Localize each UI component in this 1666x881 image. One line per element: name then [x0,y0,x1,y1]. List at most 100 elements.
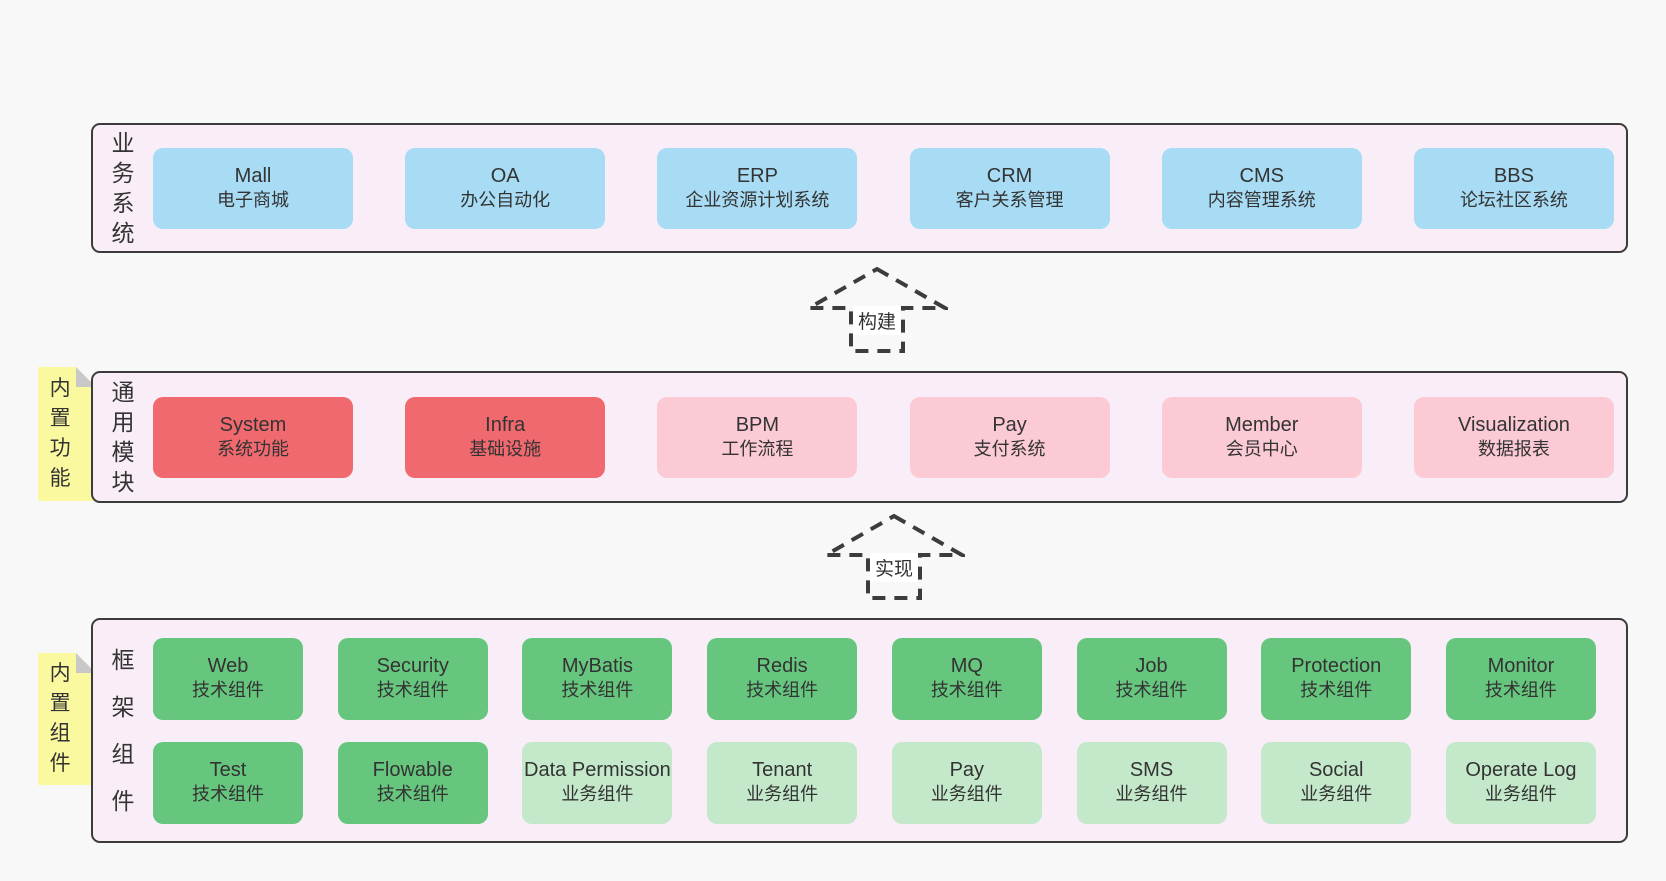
box-mq-title: MQ [950,655,983,677]
box-mybatis-title: MyBatis [561,655,633,677]
box-security-subtitle: 技术组件 [376,680,449,700]
box-pay-module-subtitle: 支付系统 [973,438,1046,459]
sticky-built-in-components-label: 内置组件 [49,662,71,775]
box-pay-component-subtitle: 业务组件 [930,784,1003,804]
box-job-title: Job [1135,655,1168,677]
box-flowable-subtitle: 技术组件 [376,784,449,804]
box-pay-component: Pay 业务组件 [891,741,1042,824]
box-infra-title: Infra [485,413,526,436]
box-security-title: Security [376,655,449,677]
box-bpm: BPM 工作流程 [657,396,858,478]
box-job-subtitle: 技术组件 [1115,680,1188,700]
box-data-permission: Data Permission 业务组件 [522,741,673,824]
framework-row-2: Test 技术组件 Flowable 技术组件 Data Permission … [153,741,1596,824]
box-tenant: Tenant 业务组件 [707,741,858,824]
box-social: Social 业务组件 [1261,741,1412,824]
box-monitor: Monitor 技术组件 [1445,637,1596,720]
box-sms: SMS 业务组件 [1076,741,1227,824]
box-bbs-title: BBS [1493,164,1534,187]
sticky-note-built-in-features: 内置功能 [38,367,96,501]
band-framework-components: 框架组件 Web 技术组件 Security 技术组件 MyBatis 技术组件… [91,618,1628,843]
box-oa: OA 办公自动化 [405,147,606,229]
box-visualization-subtitle: 数据报表 [1477,438,1550,459]
box-test-title: Test [209,759,247,781]
block-up-arrow-icon [823,513,965,600]
band-business-label: 业务系统 [111,130,135,246]
box-bpm-subtitle: 工作流程 [721,438,794,459]
box-oa-subtitle: 办公自动化 [460,189,551,210]
box-member-title: Member [1225,413,1299,436]
box-mall-title: Mall [234,164,272,187]
box-mall: Mall 电子商城 [153,147,353,229]
box-security: Security 技术组件 [337,637,488,720]
box-monitor-subtitle: 技术组件 [1484,680,1557,700]
box-tenant-subtitle: 业务组件 [746,784,819,804]
box-monitor-title: Monitor [1487,655,1555,677]
box-web: Web 技术组件 [153,637,303,720]
box-test-subtitle: 技术组件 [192,784,264,804]
box-bbs: BBS 论坛社区系统 [1413,147,1614,229]
box-tenant-title: Tenant [752,759,813,781]
box-job: Job 技术组件 [1076,637,1227,720]
box-visualization-title: Visualization [1457,413,1570,436]
box-member-subtitle: 会员中心 [1225,438,1298,459]
band-business-systems: 业务系统 Mall 电子商城 OA 办公自动化 ERP 企业资源计划系统 CRM… [91,123,1628,253]
band-modules-label-column: 通用模块 [93,373,153,501]
box-social-subtitle: 业务组件 [1300,784,1373,804]
band-common-modules: 通用模块 System 系统功能 Infra 基础设施 BPM 工作流程 Pay… [91,371,1628,503]
arrow-implement: 实现 [823,513,965,601]
box-mq-subtitle: 技术组件 [930,680,1003,700]
box-social-title: Social [1308,759,1364,781]
box-member: Member 会员中心 [1161,396,1362,478]
band-framework-label: 框架组件 [111,646,135,814]
box-visualization: Visualization 数据报表 [1413,396,1614,478]
band-modules-content: System 系统功能 Infra 基础设施 BPM 工作流程 Pay 支付系统… [153,373,1626,501]
box-flowable: Flowable 技术组件 [337,741,488,824]
sticky-built-in-features-label: 内置功能 [49,377,71,490]
band-framework-content: Web 技术组件 Security 技术组件 MyBatis 技术组件 Redi… [153,620,1626,841]
box-cms: CMS 内容管理系统 [1161,147,1362,229]
arrow-build-label: 构建 [852,306,902,335]
box-operate-log-title: Operate Log [1465,759,1577,781]
framework-row-1: Web 技术组件 Security 技术组件 MyBatis 技术组件 Redi… [153,637,1596,720]
box-cms-subtitle: 内容管理系统 [1207,189,1316,210]
box-mybatis: MyBatis 技术组件 [522,637,673,720]
box-pay-module: Pay 支付系统 [909,396,1110,478]
box-pay-component-title: Pay [949,759,985,781]
box-mall-subtitle: 电子商城 [217,189,289,210]
box-data-permission-subtitle: 业务组件 [561,784,634,804]
box-protection-subtitle: 技术组件 [1300,680,1373,700]
box-crm-title: CRM [986,164,1033,187]
box-bpm-title: BPM [735,413,780,436]
box-data-permission-title: Data Permission [524,759,671,781]
box-oa-title: OA [490,164,520,187]
box-infra: Infra 基础设施 [405,396,606,478]
arrow-implement-label: 实现 [869,553,919,582]
box-cms-title: CMS [1239,164,1284,187]
block-up-arrow-icon [806,266,948,353]
box-mq: MQ 技术组件 [891,637,1042,720]
band-business-content: Mall 电子商城 OA 办公自动化 ERP 企业资源计划系统 CRM 客户关系… [153,125,1626,251]
box-operate-log-subtitle: 业务组件 [1484,784,1557,804]
box-bbs-subtitle: 论坛社区系统 [1459,189,1568,210]
box-protection: Protection 技术组件 [1261,637,1412,720]
box-crm-subtitle: 客户关系管理 [955,189,1064,210]
box-redis-title: Redis [756,655,808,677]
box-redis-subtitle: 技术组件 [746,680,819,700]
band-framework-label-column: 框架组件 [93,620,153,841]
band-business-label-column: 业务系统 [93,125,153,251]
sticky-note-built-in-components: 内置组件 [38,653,96,785]
box-operate-log: Operate Log 业务组件 [1445,741,1596,824]
box-erp: ERP 企业资源计划系统 [657,147,858,229]
box-infra-subtitle: 基础设施 [469,438,542,459]
box-redis: Redis 技术组件 [707,637,858,720]
box-erp-subtitle: 企业资源计划系统 [685,189,830,210]
box-system-title: System [219,413,287,436]
box-crm: CRM 客户关系管理 [909,147,1110,229]
box-web-subtitle: 技术组件 [192,680,264,700]
arrow-build: 构建 [806,266,948,354]
box-sms-title: SMS [1129,759,1174,781]
box-protection-title: Protection [1291,655,1382,677]
box-mybatis-subtitle: 技术组件 [561,680,634,700]
band-modules-label: 通用模块 [111,379,135,495]
